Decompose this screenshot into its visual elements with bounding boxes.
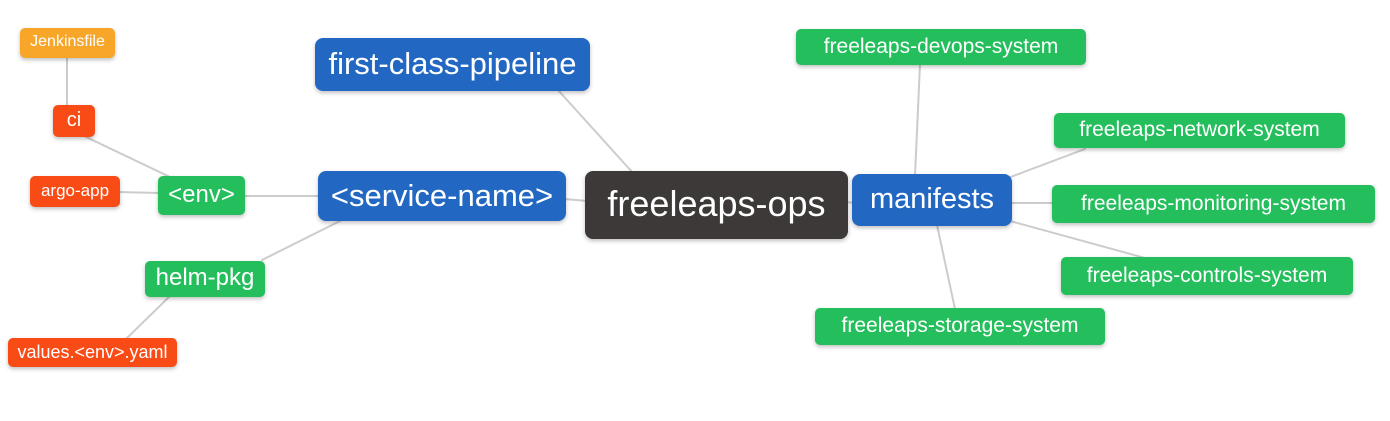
edge-ci-to-env bbox=[83, 135, 173, 179]
node-label: first-class-pipeline bbox=[328, 46, 577, 81]
node-helm-pkg[interactable]: helm-pkg bbox=[145, 261, 265, 297]
edge-helm-pkg-to-values-env-yaml bbox=[125, 295, 171, 340]
node-label: freeleaps-monitoring-system bbox=[1081, 191, 1346, 215]
node-ci[interactable]: ci bbox=[53, 105, 95, 137]
edge-manifests-to-freeleaps-network-system bbox=[999, 148, 1086, 182]
node-freeleaps-storage-system[interactable]: freeleaps-storage-system bbox=[815, 308, 1105, 345]
node-label: helm-pkg bbox=[155, 264, 255, 291]
node-first-class-pipeline[interactable]: first-class-pipeline bbox=[315, 38, 590, 91]
edge-manifests-to-freeleaps-storage-system bbox=[936, 224, 956, 310]
node-label: freeleaps-ops bbox=[607, 183, 826, 224]
node-label: freeleaps-devops-system bbox=[823, 34, 1059, 58]
node-freeleaps-network-system[interactable]: freeleaps-network-system bbox=[1054, 113, 1345, 148]
node-label: argo-app bbox=[40, 181, 110, 200]
node-values-env-yaml[interactable]: values.<env>.yaml bbox=[8, 338, 177, 367]
node-jenkinsfile[interactable]: Jenkinsfile bbox=[20, 28, 115, 58]
edge-service-name-to-helm-pkg bbox=[261, 219, 343, 261]
node-label: freeleaps-storage-system bbox=[841, 314, 1079, 337]
node-argo-app[interactable]: argo-app bbox=[30, 176, 120, 207]
node-env[interactable]: <env> bbox=[158, 176, 245, 215]
node-label: Jenkinsfile bbox=[30, 33, 105, 50]
node-label: freeleaps-network-system bbox=[1079, 118, 1320, 141]
node-label: ci bbox=[66, 109, 82, 131]
node-label: <service-name> bbox=[330, 177, 554, 213]
edge-manifests-to-freeleaps-controls-system bbox=[1009, 220, 1146, 259]
node-label: manifests bbox=[869, 182, 995, 215]
edge-service-name-to-freeleaps-ops bbox=[563, 198, 589, 202]
edge-argo-app-to-env bbox=[117, 191, 161, 194]
node-manifests[interactable]: manifests bbox=[852, 174, 1012, 226]
node-freeleaps-monitoring-system[interactable]: freeleaps-monitoring-system bbox=[1052, 185, 1375, 223]
edge-first-class-pipeline-to-freeleaps-ops bbox=[557, 89, 634, 174]
node-label: freeleaps-controls-system bbox=[1086, 263, 1328, 287]
edge-freeleaps-devops-system-to-manifests bbox=[914, 63, 921, 177]
node-service-name[interactable]: <service-name> bbox=[318, 171, 566, 221]
node-label: values.<env>.yaml bbox=[17, 341, 168, 362]
node-freeleaps-ops[interactable]: freeleaps-ops bbox=[585, 171, 848, 239]
node-freeleaps-controls-system[interactable]: freeleaps-controls-system bbox=[1061, 257, 1353, 295]
node-freeleaps-devops-system[interactable]: freeleaps-devops-system bbox=[796, 29, 1086, 65]
node-label: <env> bbox=[168, 180, 235, 208]
